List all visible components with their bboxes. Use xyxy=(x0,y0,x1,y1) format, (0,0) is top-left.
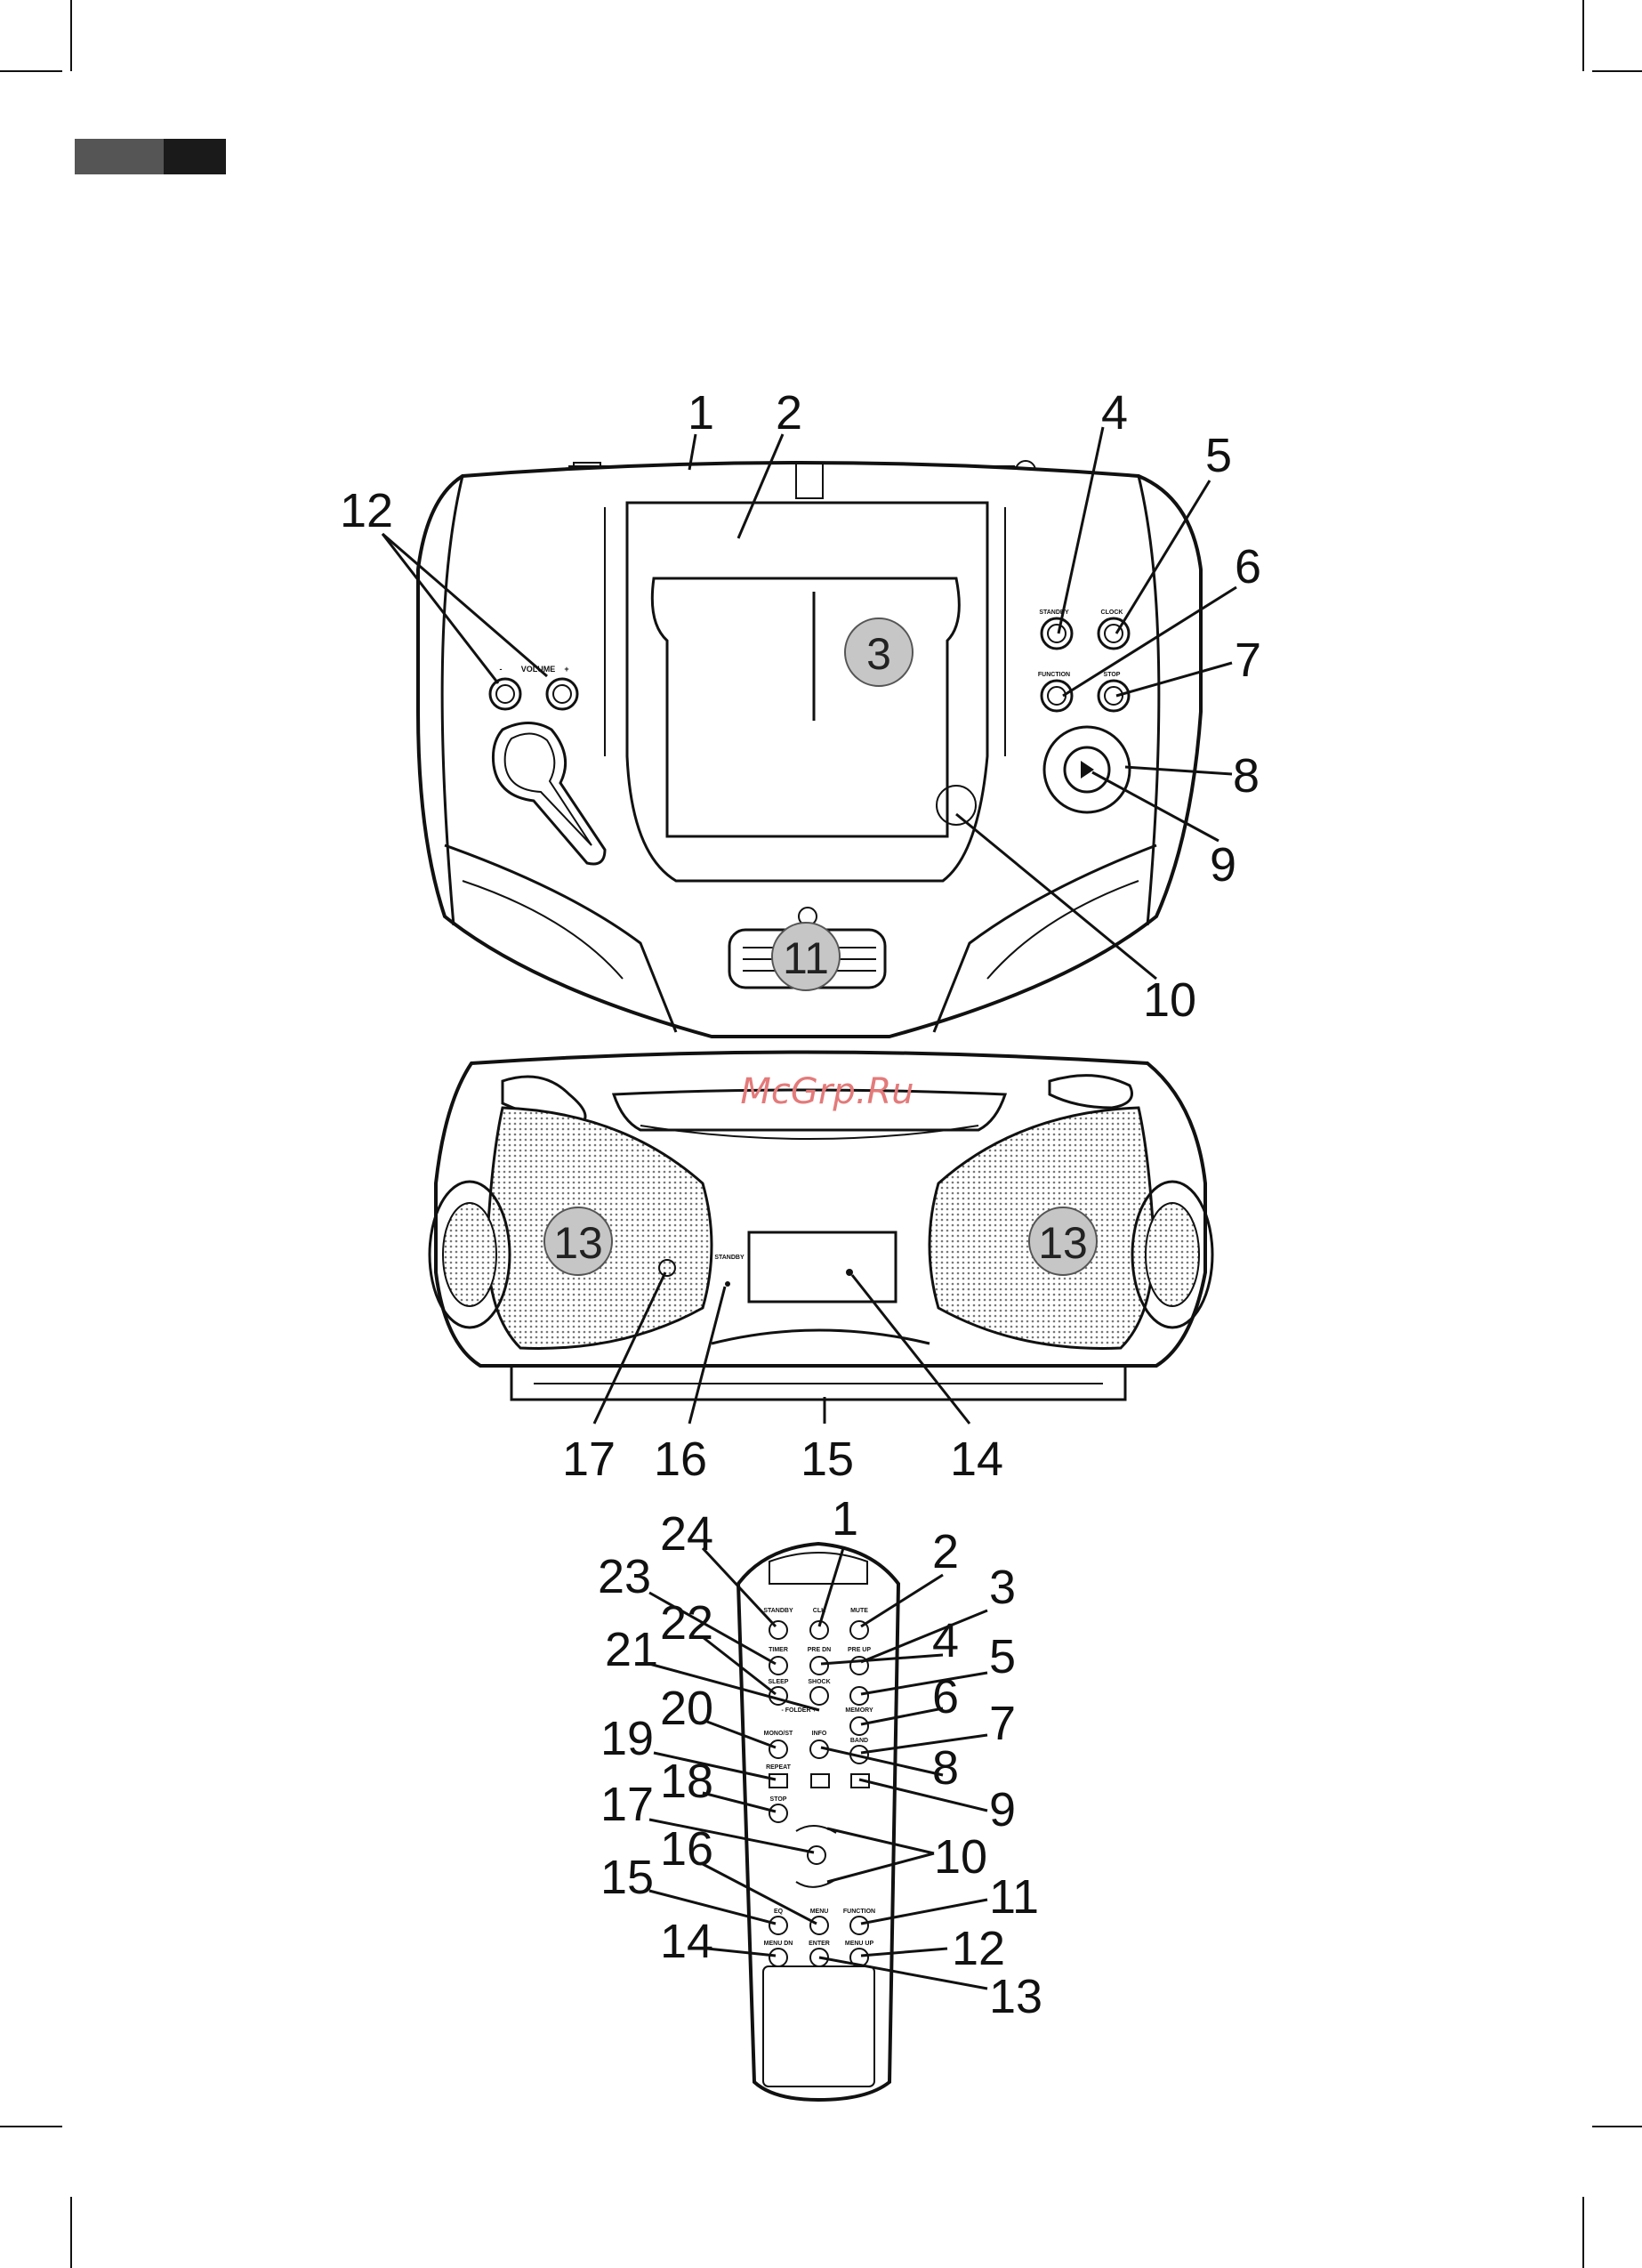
standby-indicator-label: STANDBY xyxy=(714,1255,745,1261)
svg-text:3: 3 xyxy=(989,1561,1016,1614)
svg-text:INFO: INFO xyxy=(812,1731,827,1737)
watermark-text: McGrp.Ru xyxy=(740,1071,914,1112)
svg-text:24: 24 xyxy=(660,1507,713,1561)
svg-text:17: 17 xyxy=(562,1433,616,1486)
svg-text:19: 19 xyxy=(600,1712,654,1765)
bubble-3: 3 xyxy=(845,618,913,686)
svg-text:BAND: BAND xyxy=(850,1738,868,1744)
svg-text:MUTE: MUTE xyxy=(850,1608,868,1614)
svg-text:20: 20 xyxy=(660,1682,713,1735)
svg-text:13: 13 xyxy=(989,1970,1042,2023)
svg-text:13: 13 xyxy=(1038,1218,1088,1268)
header-bar xyxy=(75,139,226,174)
remote-left-callout-numbers: 24 23 22 21 20 19 18 17 16 15 14 xyxy=(598,1507,713,1968)
svg-text:FUNCTION: FUNCTION xyxy=(843,1909,875,1915)
svg-text:REPEAT: REPEAT xyxy=(766,1764,792,1771)
top-view-unit: - VOLUME + STANDBY CLOCK FUNCTION STOP xyxy=(340,386,1261,1037)
svg-text:22: 22 xyxy=(660,1596,713,1650)
svg-text:PRE UP: PRE UP xyxy=(848,1647,871,1653)
svg-text:ENTER: ENTER xyxy=(809,1941,830,1947)
svg-text:17: 17 xyxy=(600,1778,654,1831)
svg-text:10: 10 xyxy=(1143,973,1196,1027)
svg-text:14: 14 xyxy=(660,1915,713,1968)
svg-text:3: 3 xyxy=(866,629,891,679)
stop-label: STOP xyxy=(1104,672,1121,678)
svg-text:5: 5 xyxy=(1205,429,1232,482)
svg-text:21: 21 xyxy=(605,1623,658,1676)
front-callout-numbers: 17 16 15 14 xyxy=(562,1433,1003,1486)
svg-text:18: 18 xyxy=(660,1755,713,1808)
svg-text:8: 8 xyxy=(1233,749,1260,803)
svg-text:6: 6 xyxy=(932,1670,959,1723)
svg-text:14: 14 xyxy=(950,1433,1003,1486)
svg-text:9: 9 xyxy=(1210,838,1236,892)
function-label: FUNCTION xyxy=(1038,672,1070,678)
svg-text:TIMER: TIMER xyxy=(769,1647,788,1653)
svg-text:11: 11 xyxy=(783,933,829,983)
svg-text:23: 23 xyxy=(598,1550,651,1603)
bubble-13-right: 13 xyxy=(1029,1207,1097,1275)
volume-minus-label: - xyxy=(500,665,503,674)
svg-text:STANDBY: STANDBY xyxy=(763,1608,793,1614)
clock-label: CLOCK xyxy=(1101,609,1123,616)
bubble-13-left: 13 xyxy=(544,1207,612,1275)
svg-text:13: 13 xyxy=(553,1218,603,1268)
svg-text:12: 12 xyxy=(952,1922,1005,1975)
svg-text:MENU DN: MENU DN xyxy=(764,1941,793,1947)
svg-text:MENU: MENU xyxy=(810,1909,829,1915)
remote-control: STANDBY CLK MUTE TIMER PRE DN PRE UP SLE… xyxy=(598,1492,1042,2100)
svg-text:7: 7 xyxy=(1235,634,1261,687)
svg-text:4: 4 xyxy=(1101,386,1128,440)
front-view-unit: STANDBY 13 13 17 16 15 14 xyxy=(430,1053,1212,1487)
volume-plus-label: + xyxy=(564,665,568,674)
svg-text:16: 16 xyxy=(660,1822,713,1876)
svg-text:STOP: STOP xyxy=(770,1796,787,1803)
svg-text:11: 11 xyxy=(989,1870,1039,1924)
svg-text:1: 1 xyxy=(832,1492,858,1546)
bubble-11: 11 xyxy=(772,923,840,990)
svg-text:6: 6 xyxy=(1235,540,1261,593)
svg-text:2: 2 xyxy=(932,1525,959,1578)
svg-text:9: 9 xyxy=(989,1783,1016,1836)
svg-text:SHOCK: SHOCK xyxy=(808,1679,830,1685)
svg-text:12: 12 xyxy=(340,484,393,537)
svg-text:8: 8 xyxy=(932,1741,959,1795)
svg-text:PRE DN: PRE DN xyxy=(808,1647,831,1653)
svg-text:7: 7 xyxy=(989,1697,1016,1750)
svg-text:10: 10 xyxy=(934,1830,987,1884)
svg-text:MONO/ST: MONO/ST xyxy=(764,1731,793,1737)
svg-text:5: 5 xyxy=(989,1630,1016,1683)
svg-text:MEMORY: MEMORY xyxy=(845,1707,873,1714)
svg-text:EQ: EQ xyxy=(774,1909,784,1915)
svg-text:1: 1 xyxy=(688,386,714,440)
svg-text:MENU UP: MENU UP xyxy=(845,1941,874,1947)
svg-text:SLEEP: SLEEP xyxy=(769,1679,789,1685)
svg-text:16: 16 xyxy=(654,1433,707,1486)
svg-text:4: 4 xyxy=(932,1614,959,1667)
svg-text:15: 15 xyxy=(801,1433,854,1486)
svg-text:2: 2 xyxy=(776,386,802,440)
svg-text:15: 15 xyxy=(600,1851,654,1904)
